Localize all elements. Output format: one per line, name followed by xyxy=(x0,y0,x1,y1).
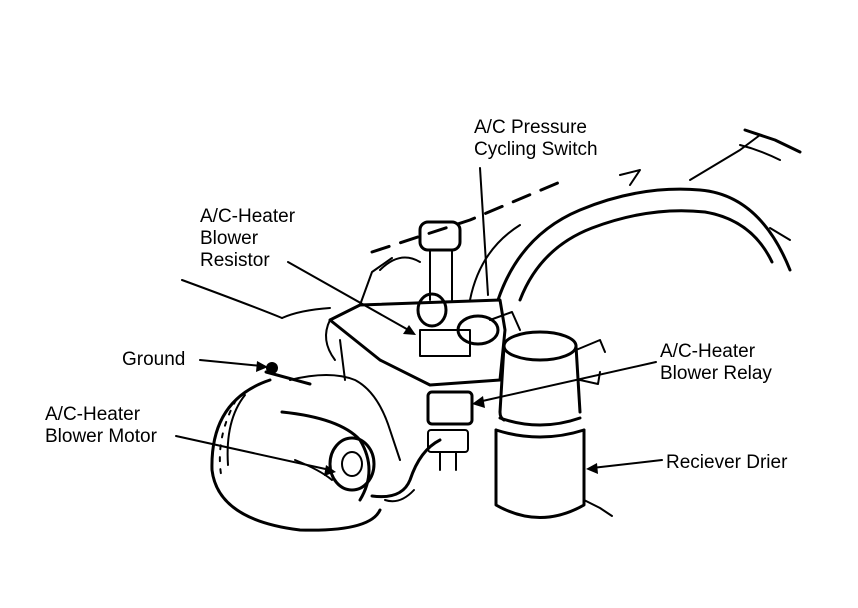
pressure-switch-label-line1: A/C Pressure xyxy=(474,117,587,138)
blower-resistor-label-line2: Blower xyxy=(200,228,259,249)
receiver-drier-body xyxy=(494,330,613,519)
blower-motor-label: A/C-Heater Blower Motor xyxy=(45,404,157,448)
blower-resistor-label: A/C-Heater Blower Resistor xyxy=(200,206,295,272)
pressure-switch-label: A/C Pressure Cycling Switch xyxy=(474,117,598,161)
leader-lines xyxy=(175,167,663,476)
blower-resistor-label-line3: Resistor xyxy=(200,250,270,271)
ground-fastener xyxy=(264,362,312,386)
pressure-switch-label-line2: Cycling Switch xyxy=(474,139,598,160)
blower-relay-label-line1: A/C-Heater xyxy=(660,341,756,362)
blower-motor-label-line2: Blower Motor xyxy=(45,426,157,447)
blower-relay-label: A/C-Heater Blower Relay xyxy=(660,341,772,385)
ground-label: Ground xyxy=(122,349,186,370)
ac-hose xyxy=(469,128,802,302)
receiver-drier-label: Reciever Drier xyxy=(666,452,788,473)
fender-outline xyxy=(181,180,562,319)
blower-relay-label-line2: Blower Relay xyxy=(660,363,772,384)
resistor-canister xyxy=(416,220,471,357)
blower-motor-body xyxy=(210,378,382,532)
wiring-harness xyxy=(289,339,442,503)
blower-relay-body xyxy=(426,390,474,471)
blower-resistor-label-line1: A/C-Heater xyxy=(200,206,296,227)
pressure-switch-body xyxy=(456,311,521,346)
blower-housing xyxy=(325,256,507,387)
blower-motor-label-line1: A/C-Heater xyxy=(45,404,141,425)
